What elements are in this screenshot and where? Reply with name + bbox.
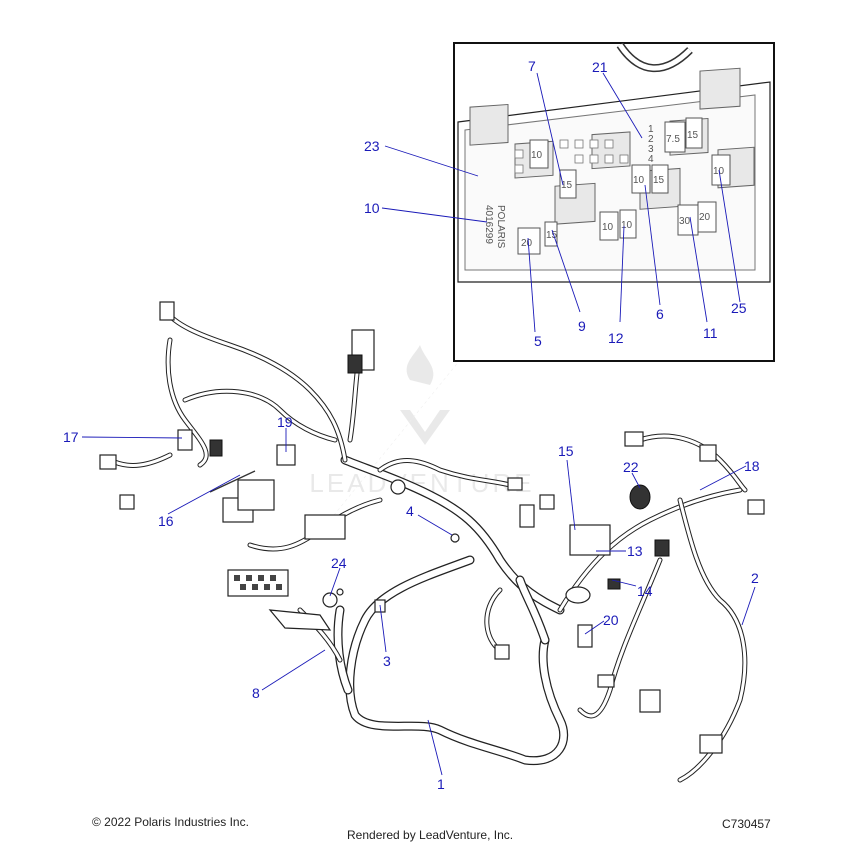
svg-text:4016299: 4016299 (483, 205, 494, 244)
svg-text:10: 10 (713, 166, 725, 177)
callout-22: 22 (623, 459, 639, 475)
callout-5: 5 (534, 333, 542, 349)
svg-text:20: 20 (521, 238, 533, 249)
callout-10: 10 (364, 200, 380, 216)
callout-14: 14 (637, 583, 653, 599)
callout-7: 7 (528, 58, 536, 74)
callout-16: 16 (158, 513, 174, 529)
callout-24: 24 (331, 555, 347, 571)
svg-text:30: 30 (679, 216, 691, 227)
svg-text:10: 10 (633, 175, 645, 186)
callout-20: 20 (603, 612, 619, 628)
svg-text:15: 15 (653, 175, 665, 186)
callout-18: 18 (744, 458, 760, 474)
copyright-text: © 2022 Polaris Industries Inc. (92, 815, 249, 829)
svg-text:POLARIS: POLARIS (495, 205, 506, 249)
svg-text:15: 15 (687, 130, 699, 141)
callout-13: 13 (627, 543, 643, 559)
callout-4: 4 (406, 503, 414, 519)
callout-leaders (81, 72, 756, 776)
callout-15: 15 (558, 443, 574, 459)
callout-23: 23 (364, 138, 380, 154)
svg-text:15: 15 (546, 230, 558, 241)
callout-21: 21 (592, 59, 608, 75)
svg-text:15: 15 (561, 180, 573, 191)
svg-text:3: 3 (648, 144, 654, 155)
svg-text:7.5: 7.5 (666, 134, 680, 145)
callout-labels: 1 2 3 4 5 6 7 8 9 10 11 12 13 14 15 16 1… (63, 58, 760, 792)
svg-text:2: 2 (648, 134, 654, 145)
fuse-cells: 20 15 10 10 7.5 15 10 15 10 30 20 10 15 (517, 117, 731, 255)
svg-text:10: 10 (602, 222, 614, 233)
fuse-box-label: POLARIS 4016299 (483, 205, 506, 249)
svg-text:4: 4 (648, 154, 654, 165)
callout-9: 9 (578, 318, 586, 334)
rendered-by-text: Rendered by LeadVenture, Inc. (347, 828, 514, 842)
main-harness (99, 301, 765, 783)
callout-17: 17 (63, 429, 79, 445)
svg-text:10: 10 (531, 150, 543, 161)
callout-6: 6 (656, 306, 664, 322)
callout-12: 12 (608, 330, 624, 346)
svg-text:1: 1 (648, 124, 654, 135)
callout-3: 3 (383, 653, 391, 669)
callout-8: 8 (252, 685, 260, 701)
diagram-code: C730457 (722, 817, 771, 831)
svg-text:20: 20 (699, 212, 711, 223)
svg-text:10: 10 (621, 220, 633, 231)
callout-19: 19 (277, 414, 293, 430)
callout-2: 2 (751, 570, 759, 586)
callout-1: 1 (437, 776, 445, 792)
callout-11: 11 (703, 325, 718, 341)
callout-25: 25 (731, 300, 747, 316)
